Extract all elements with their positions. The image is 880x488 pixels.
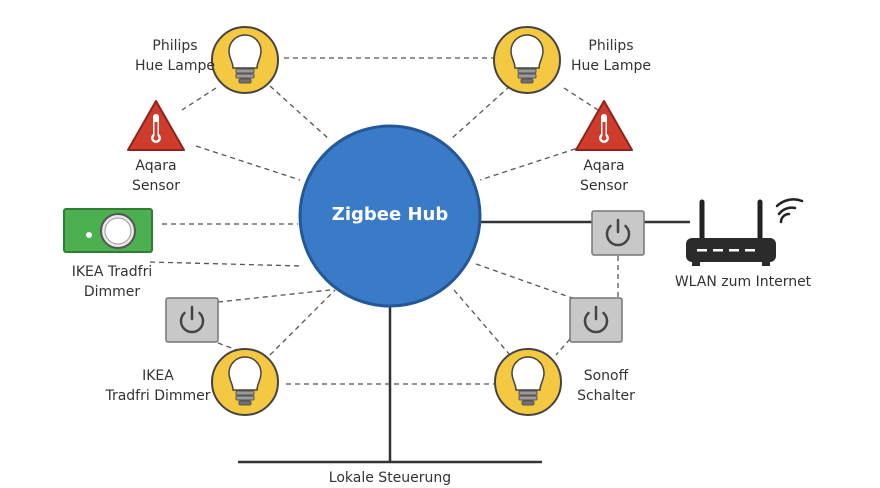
dimmer-remote-icon[interactable]	[63, 208, 153, 253]
power-icon[interactable]	[568, 296, 624, 344]
light-bulb-icon[interactable]	[494, 348, 562, 416]
device-label-sonoff: Sonoff Schalter	[577, 368, 635, 404]
device-label-dimmer-green: IKEA Tradfri Dimmer	[71, 264, 153, 300]
light-bulb-icon[interactable]	[493, 26, 561, 94]
wifi-router-icon[interactable]	[686, 199, 776, 266]
router-label: WLAN zum Internet	[674, 274, 812, 290]
device-label-sensor-right: Aqara Sensor	[580, 158, 628, 194]
bus-label: Lokale Steuerung	[328, 470, 452, 486]
hub-label: Zigbee Hub	[331, 204, 449, 225]
zigbee-hub[interactable]	[298, 124, 482, 308]
thermometer-warning-icon[interactable]	[127, 100, 185, 151]
thermometer-warning-icon[interactable]	[575, 100, 633, 151]
power-icon[interactable]	[590, 209, 646, 257]
device-label-hue-right: Philips Hue Lampe	[571, 38, 651, 74]
wired-connections	[238, 220, 690, 464]
device-label-sensor-left: Aqara Sensor	[132, 158, 180, 194]
light-bulb-icon[interactable]	[211, 348, 279, 416]
device-label-hue-left: Philips Hue Lampe	[135, 38, 215, 74]
power-icon[interactable]	[164, 296, 220, 344]
wifi-signal-icon	[775, 198, 804, 224]
device-label-dimmer-bulb: IKEA Tradfri Dimmer	[105, 368, 211, 404]
